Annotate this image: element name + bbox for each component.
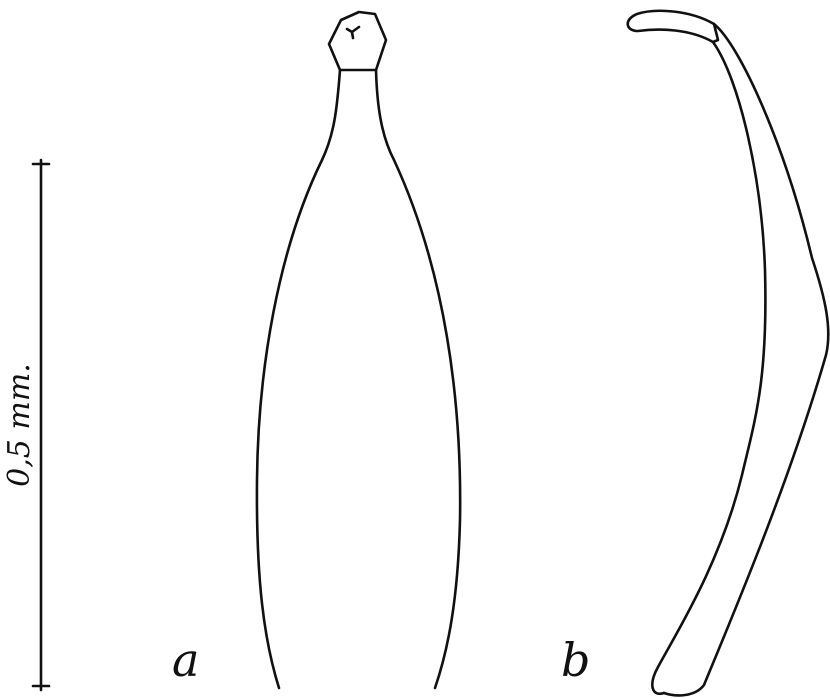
head-mark [345, 25, 361, 40]
spicule-tip [626, 9, 716, 44]
panel-label-b: b [561, 633, 590, 687]
spicule-right-edge [374, 68, 462, 690]
scale-bar: 0,5 mm. [2, 158, 51, 692]
spicule-left-edge [255, 68, 342, 690]
spicule-outer-edge [662, 22, 830, 697]
spicule-side-view [626, 9, 830, 697]
spicule-head [327, 10, 388, 72]
scale-bar-label: 0,5 mm. [2, 363, 37, 487]
spicule-inner-edge [651, 40, 767, 696]
panel-label-a: a [172, 633, 199, 687]
spicule-barb [711, 22, 720, 44]
spicule-front-view [255, 10, 462, 690]
